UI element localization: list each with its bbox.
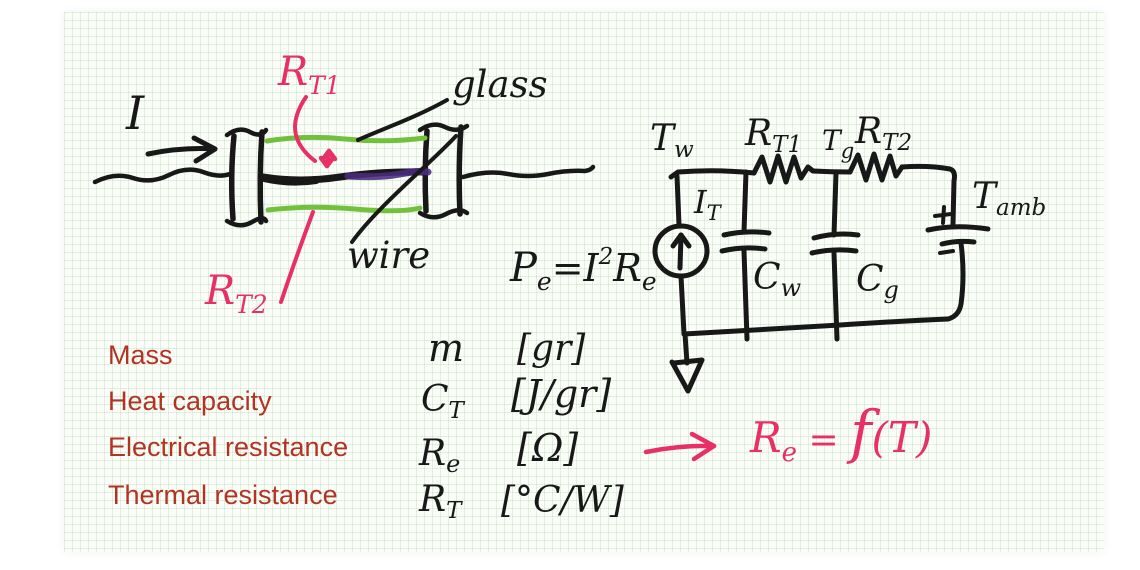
- bottom-rail: [681, 316, 951, 337]
- glass-layer-top: [264, 134, 428, 144]
- capacitor-cg: [809, 170, 861, 342]
- resistor-rt1-zigzag: [751, 153, 816, 185]
- capacitor-cw: [719, 169, 772, 342]
- thickness-double-arrow-icon: [318, 148, 338, 169]
- unit-thermal-resistance: [°C/W]: [501, 480, 625, 521]
- sensor-rt1-label: RT1: [277, 49, 341, 100]
- grid-paper-background: [64, 12, 1104, 552]
- battery-tamb: [925, 205, 991, 322]
- legend-label-electrical-resistance: Electrical resistance: [108, 432, 349, 462]
- cw-label: Cw: [753, 257, 802, 302]
- circuit-rt2-label: RT2: [854, 111, 912, 156]
- right-lead-wire: [460, 164, 596, 180]
- rt1-pointer-curve: [293, 95, 317, 163]
- glass-layer-bottom: [265, 204, 423, 214]
- unit-electrical-resistance: [Ω]: [517, 426, 578, 470]
- wire-label: wire: [347, 234, 430, 277]
- conclusion-equation: Re = f(T): [643, 398, 932, 468]
- current-label: I: [125, 86, 145, 140]
- units-list: m CT Re RT [gr] [J/gr] [Ω] [°C/W]: [418, 326, 625, 524]
- node-tg-label: Tg: [822, 124, 854, 163]
- ground-arrow-icon: [669, 331, 705, 394]
- source-branch-lower: [678, 273, 687, 337]
- battery-minus-sign-icon: [938, 249, 955, 255]
- top-rail-right: [899, 163, 957, 227]
- legend-label-thermal-resistance: Thermal resistance: [108, 480, 338, 510]
- symbol-electrical-resistance: Re: [418, 433, 460, 478]
- cg-label: Cg: [856, 259, 899, 304]
- symbol-mass: m: [428, 326, 464, 370]
- top-rail-left: [668, 168, 757, 180]
- top-rail-mid: [810, 168, 853, 175]
- battery-plate-long: [925, 224, 991, 233]
- re-ft-equation: Re = f(T): [749, 398, 932, 468]
- glass-pointer-line: [356, 98, 449, 142]
- rt2-pointer-line: [279, 210, 315, 304]
- sensor-sketch: I: [92, 49, 596, 319]
- current-source-arrow-icon: [670, 232, 692, 271]
- circuit-rt1-label: RT1: [744, 113, 802, 158]
- resistor-rt2-zigzag: [847, 151, 905, 183]
- symbol-heat-capacity: CT: [421, 379, 466, 424]
- wire-pointer-line: [350, 134, 458, 244]
- implies-arrow-icon: [643, 431, 717, 462]
- glass-label: glass: [452, 63, 548, 106]
- source-branch-upper: [674, 173, 682, 228]
- symbol-thermal-resistance: RT: [418, 479, 463, 524]
- hot-wire-thick-part: [260, 174, 320, 186]
- battery-plate-short: [939, 238, 977, 247]
- battery-plus-sign-icon: [933, 205, 953, 225]
- tamb-label: Tamb: [972, 176, 1046, 221]
- power-equation: Pe=I2Re: [509, 244, 657, 296]
- unit-mass: [gr]: [517, 328, 586, 369]
- unit-heat-capacity: [J/gr]: [511, 372, 611, 416]
- legend-label-mass: Mass: [108, 340, 173, 370]
- current-source-label: IT: [693, 183, 723, 225]
- current-arrow-icon: [145, 135, 218, 164]
- legend-label-heat-capacity: Heat capacity: [108, 386, 272, 416]
- sensor-rt2-label: RT2: [204, 268, 268, 319]
- left-lead-wire: [92, 167, 233, 185]
- node-tw-label: Tw: [650, 118, 694, 163]
- thermal-circuit-sketch: Tw RT1 Tg RT2 IT Cw Cg Tamb: [650, 111, 1046, 394]
